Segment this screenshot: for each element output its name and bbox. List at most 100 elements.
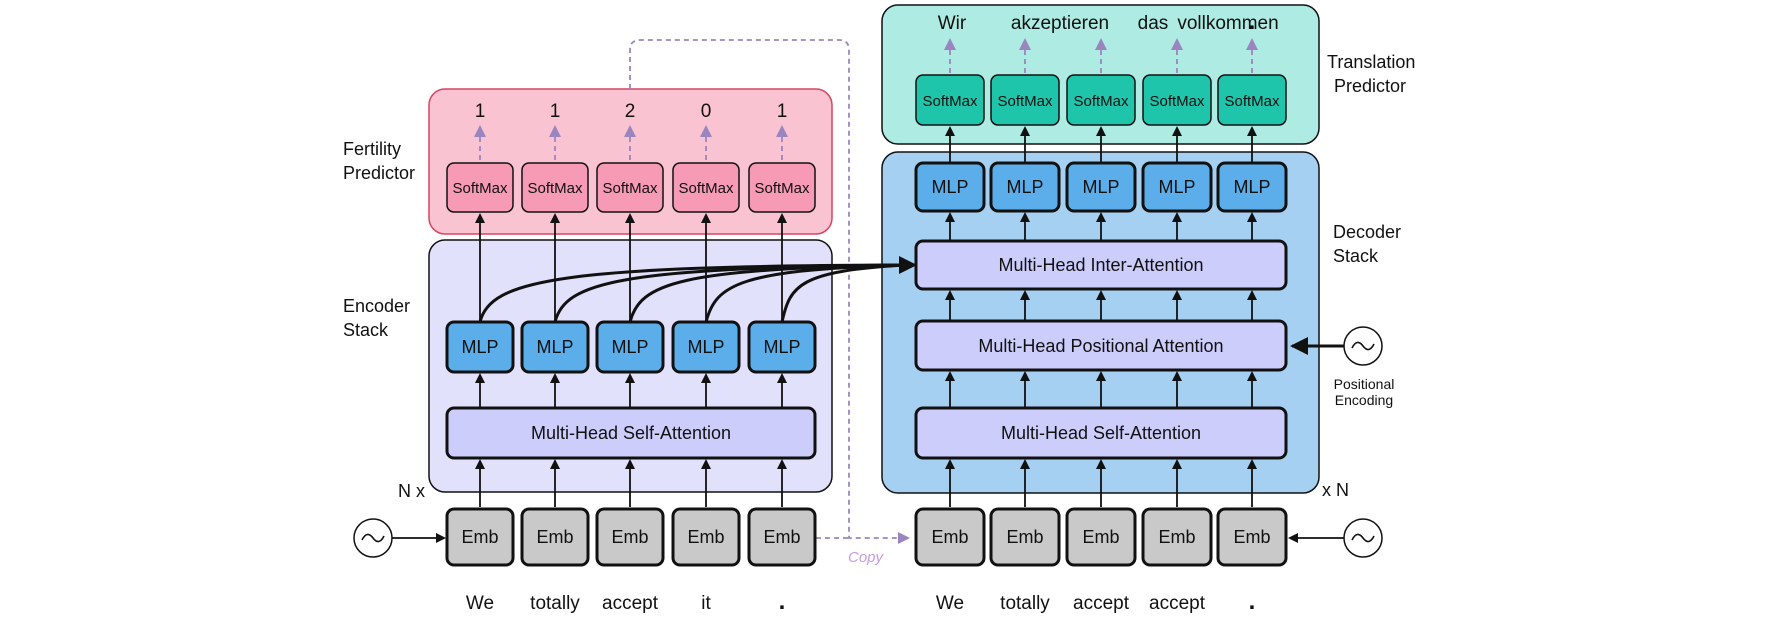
softmax-label: SoftMax [754,180,810,197]
output-word: akzeptieren [1011,13,1109,34]
softmax-label: SoftMax [678,180,734,197]
emb-label: Emb [1082,527,1119,547]
positional-encoding-label: Positional [1334,376,1395,392]
input-word: accept [602,593,659,614]
emb-box [989,507,1061,567]
encoder-attention-to-mlp-arrows [475,373,787,407]
softmax-box [521,162,589,213]
decoder-positional-encoding-emb [1288,518,1383,558]
decoder-output-words: Wir akzeptieren das vollkommen . [938,8,1279,35]
decoder-softmax-row: SoftMax SoftMax SoftMax SoftMax SoftMax [915,74,1287,126]
input-word: it [701,593,711,614]
mlp-label: MLP [611,337,648,357]
encoder-stack-label-2: Stack [343,320,389,340]
decoder-self-to-positional-arrows [945,371,1257,407]
decoder-self-attention-box [914,406,1288,460]
mlp-box [1216,161,1288,213]
fertility-value: 2 [625,101,636,122]
mlp-label: MLP [763,337,800,357]
encoder-self-attention-label: Multi-Head Self-Attention [531,423,731,443]
encoder-emb-row: Emb Emb Emb Emb Emb [445,507,817,567]
mlp-label: MLP [536,337,573,357]
decoder-stack-label-2: Stack [1333,246,1379,266]
encoder-input-words: We totally accept it . [466,588,785,615]
decoder-dashed-arrows [944,38,1258,73]
encoder-positional-encoding [353,518,446,558]
mlp-label: MLP [461,337,498,357]
emb-box [747,507,817,567]
softmax-box [1066,74,1136,126]
softmax-label: SoftMax [997,93,1053,110]
emb-label: Emb [536,527,573,547]
input-word: accept [1149,593,1206,614]
mlp-label: MLP [687,337,724,357]
mlp-label: MLP [1158,177,1195,197]
input-word: totally [530,593,580,614]
input-word: . [1249,588,1256,615]
input-word: accept [1073,593,1130,614]
fertility-value: 1 [475,101,486,122]
decoder-emb-row: Emb Emb Emb Emb Emb [914,507,1288,567]
emb-label: Emb [1006,527,1043,547]
emb-label: Emb [931,527,968,547]
decoder-positional-to-inter-arrows [945,290,1257,320]
positional-encoding-label-2: Encoding [1335,392,1393,408]
n-layers-right-label: x N [1322,480,1349,500]
mlp-label: MLP [1082,177,1119,197]
decoder-emb-to-attention-arrows [945,459,1257,507]
decoder-inter-to-mlp-arrows [945,212,1257,240]
fertility-predictor-label-2: Predictor [343,163,415,183]
positional-attention-label: Multi-Head Positional Attention [978,336,1223,356]
softmax-box [990,74,1060,126]
input-word: totally [1000,593,1050,614]
emb-box [914,507,986,567]
softmax-label: SoftMax [1073,93,1129,110]
encoder-softmax-row: SoftMax SoftMax SoftMax SoftMax SoftMax [446,162,816,213]
softmax-box [915,74,985,126]
encoder-stack-label: Encoder [343,296,410,316]
mlp-box [989,161,1061,213]
mlp-box [671,320,741,374]
emb-label: Emb [461,527,498,547]
mlp-box [595,320,665,374]
softmax-label: SoftMax [1149,93,1205,110]
emb-label: Emb [611,527,648,547]
emb-box [671,507,741,567]
translation-predictor-label: Translation [1327,52,1415,72]
output-word: Wir [938,13,967,34]
emb-box [595,507,665,567]
mlp-box [914,161,986,213]
emb-label: Emb [1158,527,1195,547]
emb-box [520,507,590,567]
input-word: We [466,593,494,614]
softmax-label: SoftMax [527,180,583,197]
mlp-label: MLP [1233,177,1270,197]
encoder-dashed-arrows [474,125,788,160]
fertility-value: 0 [701,101,712,122]
output-word: das [1138,13,1169,34]
inter-attention-label: Multi-Head Inter-Attention [998,255,1203,275]
decoder-mlp-row: MLP MLP MLP MLP MLP [914,161,1288,213]
fertility-predictor-label: Fertility [343,139,401,159]
encoder-mlp-row: MLP MLP MLP MLP MLP [445,320,817,374]
inter-attention-box [914,239,1288,291]
softmax-box [672,162,740,213]
emb-box [1216,507,1288,567]
emb-box [1141,507,1213,567]
translation-predictor-label-2: Predictor [1334,76,1406,96]
input-word: . [779,588,786,615]
emb-label: Emb [763,527,800,547]
encoder-emb-to-attention-arrows [475,459,787,507]
mlp-box [1141,161,1213,213]
softmax-box [748,162,816,213]
softmax-box [1142,74,1212,126]
mlp-box [747,320,817,374]
input-word: We [936,593,964,614]
copy-label: Copy [848,549,885,566]
mlp-box [520,320,590,374]
encoder-self-attention-box [445,406,817,460]
emb-box [1065,507,1137,567]
softmax-box [596,162,664,213]
n-layers-left-label: N x [398,481,425,501]
